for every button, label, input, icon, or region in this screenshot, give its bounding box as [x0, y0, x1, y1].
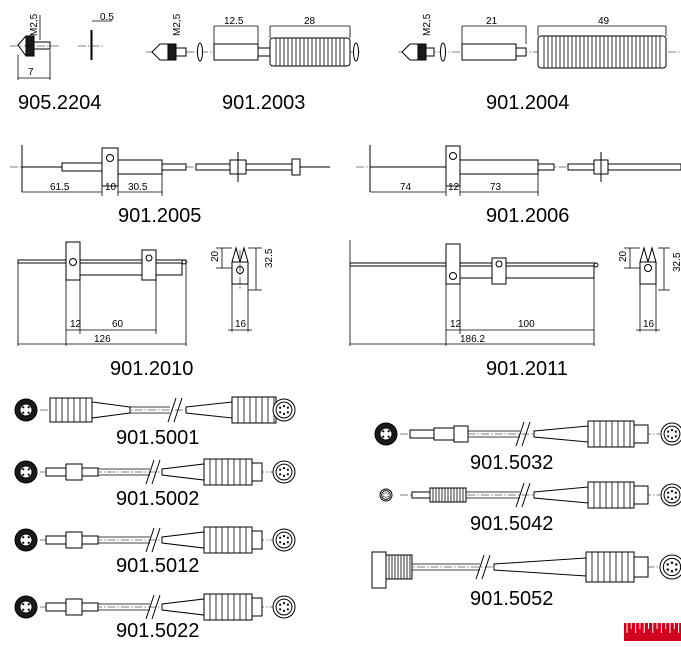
dim-905-2204-thickness: 0.5: [100, 12, 114, 23]
connector-face-901-5052-right: [659, 554, 681, 580]
connector-face-901-5032-left: [374, 422, 398, 446]
part-901-2005-drawing: 61.5 10 30.5: [10, 145, 330, 196]
ruler-logo-icon: [624, 623, 681, 641]
part-901-2006-drawing: 74 12 73: [356, 145, 681, 196]
part-number-901-2010: 901.2010: [110, 358, 194, 380]
connector-face-901-5042-left: [379, 488, 393, 502]
cable-drawings: [14, 396, 681, 621]
part-901-2003-drawing: M2,5 12.5 28: [146, 13, 362, 67]
part-number-901-2011: 901.2011: [486, 358, 568, 380]
dim-901-2011-depth: 32.5: [672, 252, 681, 272]
dim-901-2010-total: 126: [94, 334, 111, 345]
dim-905-2204-length: 7: [28, 67, 34, 78]
cable-901-5002: [40, 458, 280, 486]
part-901-2010-drawing: 12 60 126 20 32.5 16: [17, 241, 275, 346]
dim-901-2003-sleeve: 28: [304, 16, 316, 27]
dim-901-2010-height: 20: [210, 250, 221, 262]
part-number-901-2006: 901.2006: [486, 205, 570, 227]
connector-face-901-5012-right: [272, 528, 296, 552]
cable-901-5022: [40, 593, 280, 621]
connector-face-901-5002-right: [272, 460, 296, 484]
part-number-901-5012: 901.5012: [116, 555, 200, 577]
dim-901-2011-total: 186.2: [460, 334, 485, 345]
dim-901-2004-length: 21: [486, 16, 498, 27]
dim-901-2006-a: 74: [400, 182, 412, 193]
dim-901-2004-m25: M2,5: [422, 13, 433, 36]
cable-901-5032: [400, 420, 660, 448]
dim-901-2005-a: 61.5: [50, 182, 70, 193]
part-number-901-5032: 901.5032: [470, 452, 554, 474]
connector-face-901-5042-right: [660, 483, 681, 507]
part-number-905-2204: 905.2204: [18, 92, 102, 114]
part-number-901-2005: 901.2005: [118, 205, 202, 227]
dim-901-2003-length: 12.5: [224, 16, 244, 27]
connector-face-901-5012-left: [14, 528, 38, 552]
dim-901-2011-height: 20: [618, 250, 629, 262]
dim-901-2011-b: 100: [518, 319, 535, 330]
part-number-901-5001: 901.5001: [116, 427, 200, 449]
dim-901-2010-depth: 32.5: [264, 248, 275, 268]
cable-901-5001: [40, 396, 285, 424]
cable-901-5012: [40, 526, 280, 554]
part-number-901-5042: 901.5042: [470, 513, 554, 535]
dim-901-2010-a: 12: [70, 319, 82, 330]
dim-901-2005-c: 30.5: [128, 182, 148, 193]
dim-901-2010-width: 16: [235, 319, 247, 330]
dim-901-2010-b: 60: [112, 319, 124, 330]
part-number-901-5002: 901.5002: [116, 488, 200, 510]
connector-face-901-5001-right: [272, 398, 296, 422]
part-number-901-2003: 901.2003: [222, 92, 306, 114]
cable-901-5042: [400, 481, 660, 509]
dim-901-2006-b: 12: [448, 182, 460, 193]
part-number-901-2004: 901.2004: [486, 92, 570, 114]
connector-face-901-5032-right: [660, 422, 681, 446]
part-901-2004-drawing: M2,5 21 49: [398, 13, 681, 69]
dim-901-2004-sleeve: 49: [598, 16, 610, 27]
connector-face-901-5022-right: [272, 595, 296, 619]
part-901-2011-drawing: 12 100 186.2 20 32.5 16: [349, 240, 681, 346]
dim-901-2011-a: 12: [450, 319, 462, 330]
connector-face-901-5002-left: [14, 460, 38, 484]
connector-face-901-5022-left: [14, 595, 38, 619]
part-905-2204-drawing: M2,5 0.5 7: [10, 12, 114, 80]
dim-905-2204-m25: M2,5: [29, 13, 40, 36]
part-number-901-5052: 901.5052: [470, 588, 554, 610]
cable-901-5052: [371, 551, 665, 589]
connector-face-901-5001-left: [14, 398, 38, 422]
dim-901-2006-c: 73: [490, 182, 502, 193]
dim-901-2003-m25: M2,5: [172, 13, 183, 36]
dim-901-2011-width: 16: [643, 319, 655, 330]
dim-901-2005-b: 10: [105, 182, 117, 193]
part-number-901-5022: 901.5022: [116, 620, 200, 642]
